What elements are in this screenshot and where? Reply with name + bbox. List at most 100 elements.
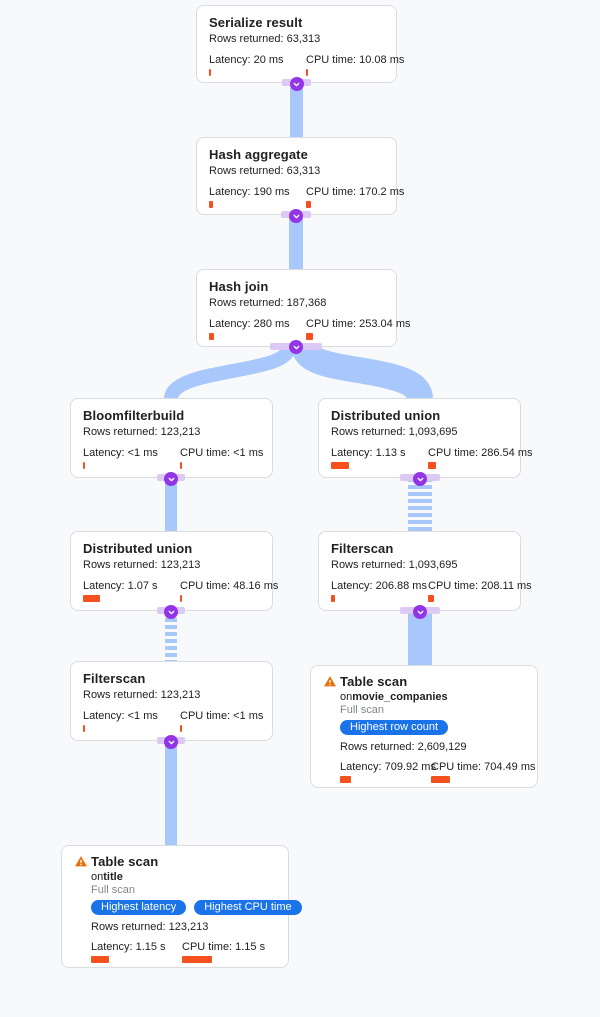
plan-node-table-scan-movie-companies[interactable]: Table scan onmovie_companies Full scan H… bbox=[310, 665, 538, 788]
cpu-bar bbox=[180, 462, 182, 469]
cpu-metric: CPU time:286.54 ms bbox=[428, 447, 533, 469]
plan-edge bbox=[281, 209, 311, 269]
edge-ribbon bbox=[289, 215, 303, 269]
latency-bar bbox=[340, 776, 351, 783]
latency-bar bbox=[83, 595, 100, 602]
edge-ribbon bbox=[290, 83, 303, 137]
rows-returned: Rows returned:123,213 bbox=[83, 559, 201, 571]
edge-ribbon bbox=[165, 478, 177, 531]
latency-bar bbox=[209, 333, 214, 340]
node-title: Bloomfilterbuild bbox=[83, 408, 185, 423]
chevron-down-icon bbox=[167, 608, 176, 617]
cpu-bar bbox=[180, 725, 182, 732]
plan-edge bbox=[157, 605, 185, 661]
plan-edge-split bbox=[164, 347, 433, 399]
chevron-down-icon bbox=[416, 608, 425, 617]
latency-metric: Latency:280 ms bbox=[209, 318, 306, 340]
plan-edge bbox=[400, 605, 440, 665]
plan-node-serialize-result[interactable]: Serialize result Rows returned:63,313 La… bbox=[196, 5, 404, 83]
cpu-bar bbox=[306, 201, 311, 208]
latency-bar bbox=[91, 956, 109, 963]
cpu-bar bbox=[306, 333, 313, 340]
chevron-down-icon bbox=[416, 475, 425, 484]
collapse-toggle[interactable] bbox=[164, 605, 178, 619]
cpu-metric: CPU time:1.15 s bbox=[182, 941, 276, 963]
latency-bar bbox=[209, 69, 211, 76]
collapse-toggle[interactable] bbox=[413, 605, 427, 619]
collapse-toggle[interactable] bbox=[164, 735, 178, 749]
cpu-bar bbox=[306, 69, 308, 76]
latency-metric: Latency:190 ms bbox=[209, 186, 306, 208]
cpu-metric: CPU time:<1 ms bbox=[180, 710, 263, 732]
rows-returned: Rows returned:63,313 bbox=[209, 33, 321, 45]
chevron-down-icon bbox=[292, 80, 301, 89]
node-title: Distributed union bbox=[83, 541, 193, 556]
node-title: Distributed union bbox=[331, 408, 441, 423]
cpu-metric: CPU time:208.11 ms bbox=[428, 580, 532, 602]
scan-type: Full scan bbox=[91, 884, 136, 896]
collapse-toggle[interactable] bbox=[164, 472, 178, 486]
latency-bar bbox=[83, 462, 85, 469]
node-title: Hash aggregate bbox=[209, 147, 308, 162]
latency-metric: Latency:<1 ms bbox=[83, 447, 180, 469]
node-title: Filterscan bbox=[83, 671, 146, 686]
edge-ribbon bbox=[165, 611, 177, 661]
cpu-bar bbox=[428, 462, 436, 469]
cpu-metric: CPU time:<1 ms bbox=[180, 447, 263, 469]
rows-returned: Rows returned:187,368 bbox=[209, 297, 327, 309]
cpu-bar bbox=[182, 956, 212, 963]
collapse-toggle[interactable] bbox=[289, 77, 304, 91]
plan-edge bbox=[157, 735, 185, 845]
plan-node-hash-join[interactable]: Hash join Rows returned:187,368 Latency:… bbox=[196, 269, 411, 347]
latency-metric: Latency:709.92 ms bbox=[340, 761, 436, 783]
latency-metric: Latency:1.13 s bbox=[331, 447, 428, 469]
scan-target: ontitle bbox=[91, 871, 123, 883]
plan-node-bloomfilterbuild[interactable]: Bloomfilterbuild Rows returned:123,213 L… bbox=[70, 398, 273, 478]
rows-returned: Rows returned:123,213 bbox=[91, 921, 209, 933]
latency-bar bbox=[209, 201, 213, 208]
plan-node-table-scan-title[interactable]: Table scan ontitle Full scan Highest lat… bbox=[61, 845, 302, 968]
badge-highest-cpu-time: Highest CPU time bbox=[194, 900, 302, 915]
cpu-bar bbox=[431, 776, 450, 783]
latency-metric: Latency:1.15 s bbox=[91, 941, 182, 963]
node-title: Serialize result bbox=[209, 15, 303, 30]
latency-bar bbox=[331, 595, 335, 602]
edge-ribbon bbox=[408, 478, 432, 531]
chevron-down-icon bbox=[167, 738, 176, 747]
badge-highest-row-count: Highest row count bbox=[340, 720, 449, 735]
plan-edge bbox=[157, 472, 185, 531]
plan-node-filterscan-right[interactable]: Filterscan Rows returned:1,093,695 Laten… bbox=[318, 531, 532, 611]
warning-triangle-icon bbox=[74, 855, 88, 868]
collapse-toggle[interactable] bbox=[289, 340, 303, 354]
collapse-toggle[interactable] bbox=[289, 209, 303, 223]
cpu-bar bbox=[428, 595, 434, 602]
cpu-metric: CPU time:253.04 ms bbox=[306, 318, 411, 340]
edge-ribbon bbox=[165, 741, 177, 845]
chevron-down-icon bbox=[292, 343, 301, 352]
scan-target: onmovie_companies bbox=[340, 691, 448, 703]
rows-returned: Rows returned:2,609,129 bbox=[340, 741, 467, 753]
collapse-toggle[interactable] bbox=[413, 472, 427, 486]
cpu-metric: CPU time:170.2 ms bbox=[306, 186, 404, 208]
plan-edge bbox=[400, 472, 440, 531]
rows-returned: Rows returned:1,093,695 bbox=[331, 426, 458, 438]
rows-returned: Rows returned:63,313 bbox=[209, 165, 321, 177]
cpu-metric: CPU time:704.49 ms bbox=[431, 761, 536, 783]
rows-returned: Rows returned:1,093,695 bbox=[331, 559, 458, 571]
cpu-bar bbox=[180, 595, 182, 602]
node-title: Table scan bbox=[340, 674, 408, 689]
latency-bar bbox=[83, 725, 85, 732]
rows-returned: Rows returned:123,213 bbox=[83, 426, 201, 438]
plan-node-distributed-union-right[interactable]: Distributed union Rows returned:1,093,69… bbox=[318, 398, 533, 478]
plan-node-hash-aggregate[interactable]: Hash aggregate Rows returned:63,313 Late… bbox=[196, 137, 404, 215]
plan-edge bbox=[282, 77, 311, 137]
latency-bar bbox=[331, 462, 349, 469]
plan-node-filterscan-left[interactable]: Filterscan Rows returned:123,213 Latency… bbox=[70, 661, 273, 741]
plan-node-distributed-union-left[interactable]: Distributed union Rows returned:123,213 … bbox=[70, 531, 278, 611]
rows-returned: Rows returned:123,213 bbox=[83, 689, 201, 701]
latency-metric: Latency:1.07 s bbox=[83, 580, 180, 602]
cpu-metric: CPU time:48.16 ms bbox=[180, 580, 278, 602]
latency-metric: Latency:20 ms bbox=[209, 54, 306, 76]
scan-type: Full scan bbox=[340, 704, 385, 716]
node-title: Filterscan bbox=[331, 541, 394, 556]
